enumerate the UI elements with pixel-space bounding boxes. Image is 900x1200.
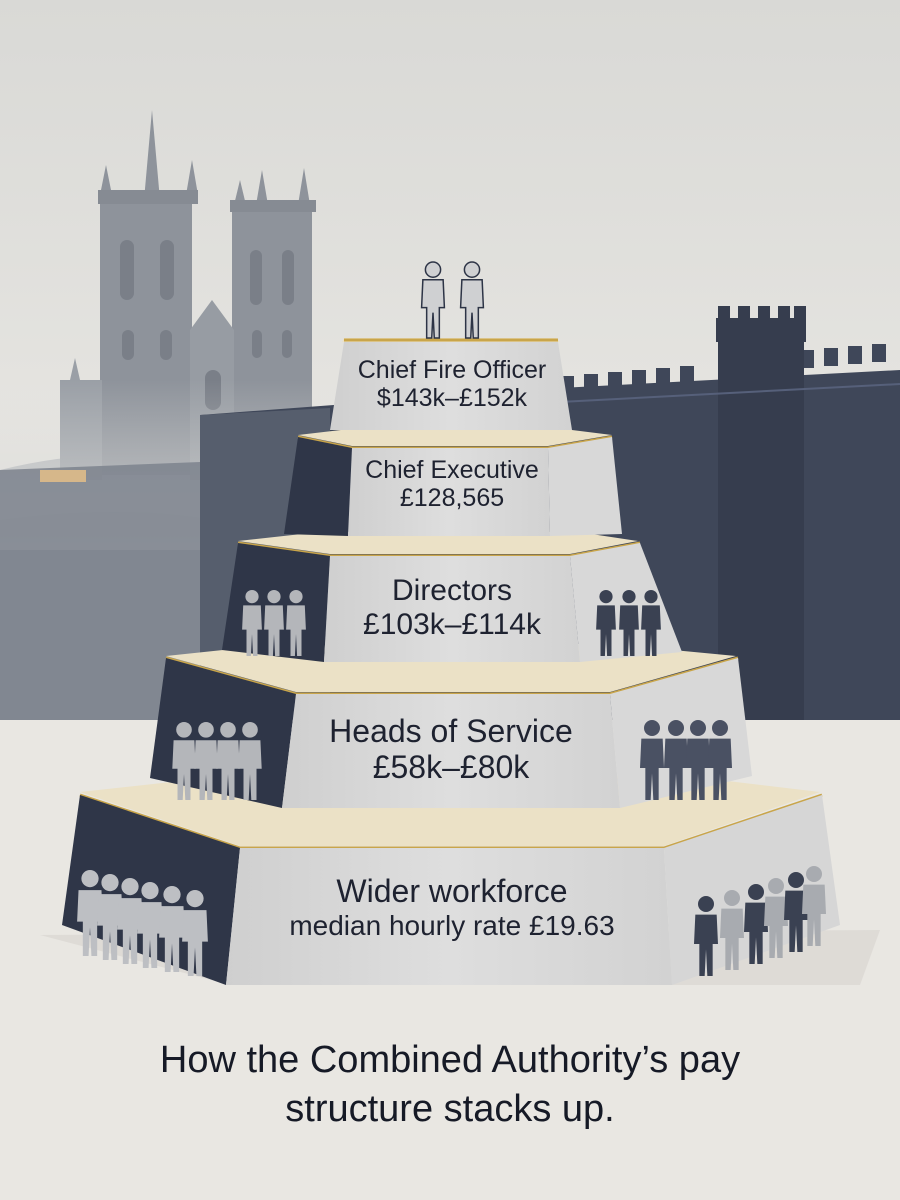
person-icon [596, 590, 616, 656]
person-icon [172, 722, 196, 800]
caption-line-1: How the Combined Authority’s pay [159, 1039, 741, 1081]
person-icon [744, 884, 768, 964]
person-icon [97, 874, 123, 960]
person-icon [640, 720, 664, 800]
tier-pay: $143k–£152k [376, 384, 528, 412]
tier-title: Wider workforce [336, 873, 568, 909]
person-icon [802, 866, 826, 946]
tier-title: Directors [391, 574, 512, 607]
person-icon [641, 590, 661, 656]
person-icon [159, 886, 185, 972]
tier-label-directors: Directors £103k–£114k [322, 574, 582, 641]
person-icon [720, 890, 744, 970]
tier-pay: £58k–£80k [372, 748, 530, 785]
person-icon [619, 590, 639, 656]
person-icon [238, 722, 262, 800]
person-icon [77, 870, 103, 956]
tier-pay: £128,565 [399, 484, 505, 512]
tier-label-wider-workforce: Wider workforce median hourly rate £19.6… [236, 873, 668, 941]
person-icon [784, 872, 808, 952]
tier-pay: £103k–£114k [363, 607, 541, 641]
person-icon [264, 590, 284, 656]
person-icon [459, 261, 485, 339]
tier-label-chief-fire-officer: Chief Fire Officer $143k–£152k [330, 356, 574, 412]
caption-line-2: structure stacks up. [285, 1088, 615, 1131]
caption: How the Combined Authority’s pay structu… [40, 1036, 860, 1135]
tier-title: Chief Fire Officer [357, 356, 547, 384]
person-icon [764, 878, 788, 958]
person-icon [708, 720, 732, 800]
person-icon [117, 878, 143, 964]
person-icon [194, 722, 218, 800]
person-icon [686, 720, 710, 800]
tier-label-chief-executive: Chief Executive £128,565 [340, 456, 564, 512]
person-icon [182, 890, 208, 976]
people-figures [77, 261, 826, 976]
person-icon [216, 722, 240, 800]
person-icon [137, 882, 163, 968]
tier-chief-fire-officer [330, 338, 572, 430]
tier-title: Heads of Service [329, 713, 573, 749]
tier-chief-executive [284, 428, 622, 536]
person-icon [286, 590, 306, 656]
tier-pay: median hourly rate £19.63 [289, 909, 615, 941]
person-icon [242, 590, 262, 656]
tier-title: Chief Executive [365, 456, 539, 484]
person-icon [694, 896, 718, 976]
person-icon [420, 261, 446, 339]
tier-label-heads-of-service: Heads of Service £58k–£80k [284, 713, 618, 786]
person-icon [664, 720, 688, 800]
